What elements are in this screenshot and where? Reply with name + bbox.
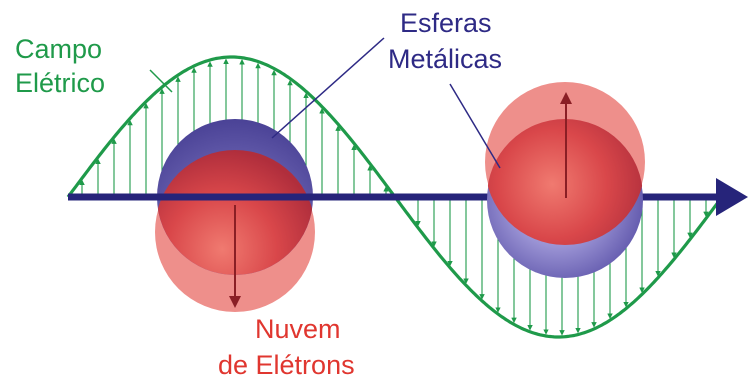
electron-cloud-label: Nuvem de Elétrons [218,314,355,380]
metal-spheres-label: Esferas Metálicas [388,8,502,74]
electric-field-label: Campo Elétrico [15,34,110,98]
right-sphere-group [485,82,645,278]
spheres-leader-line-left [271,37,385,139]
field-leader-line [149,69,173,93]
spheres-leader-line-right [449,83,501,169]
axis-arrowhead [716,178,748,216]
left-sphere-group [155,119,315,312]
